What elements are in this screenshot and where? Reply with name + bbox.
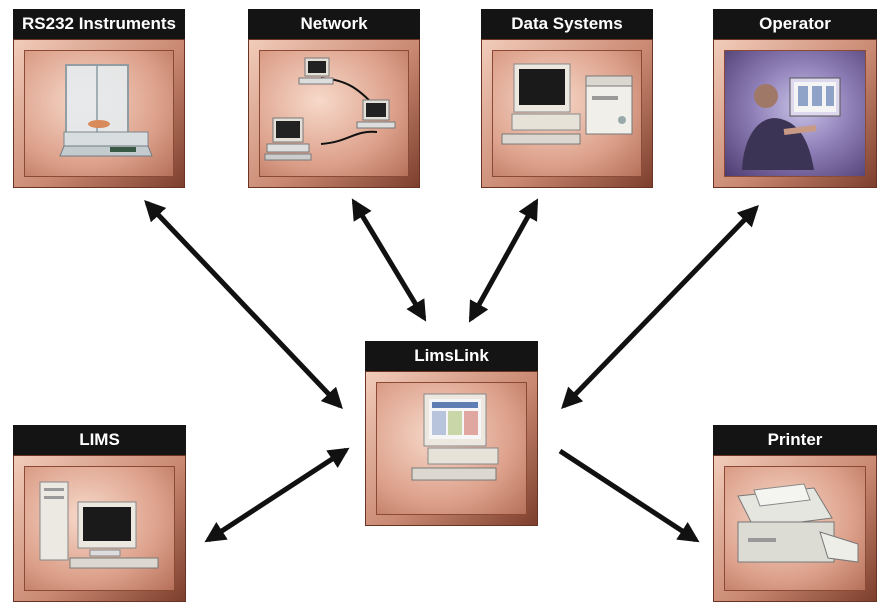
arrow-rs232-limslink [144, 199, 343, 410]
node-printer: Printer [713, 425, 877, 602]
node-rs232-instruments: RS232 Instruments [13, 9, 185, 188]
node-network: Network [248, 9, 420, 188]
analytical-balance-icon [59, 64, 153, 157]
data-system-workstation-icon [501, 63, 633, 145]
arrow-operator-limslink [561, 204, 759, 410]
arrow-datasystems-limslink [468, 198, 539, 323]
networked-computers-icon [264, 57, 396, 161]
node-operator: Operator [713, 9, 877, 188]
lims-computer-icon [39, 481, 159, 569]
node-limslink: LimsLink [365, 341, 538, 526]
node-label: LimsLink [365, 341, 538, 371]
arrow-limslink-printer [558, 448, 700, 543]
node-label: RS232 Instruments [13, 9, 185, 39]
node-label: LIMS [13, 425, 186, 455]
node-label: Network [248, 9, 420, 39]
arrow-network-limslink [351, 198, 427, 322]
limslink-workstation-icon [411, 393, 499, 481]
node-label: Data Systems [481, 9, 653, 39]
node-label: Operator [713, 9, 877, 39]
arrow-lims-limslink [204, 447, 350, 543]
node-label: Printer [713, 425, 877, 455]
node-data-systems: Data Systems [481, 9, 653, 188]
operator-at-terminal-icon [742, 77, 841, 170]
printer-icon [737, 483, 859, 563]
node-lims: LIMS [13, 425, 186, 602]
